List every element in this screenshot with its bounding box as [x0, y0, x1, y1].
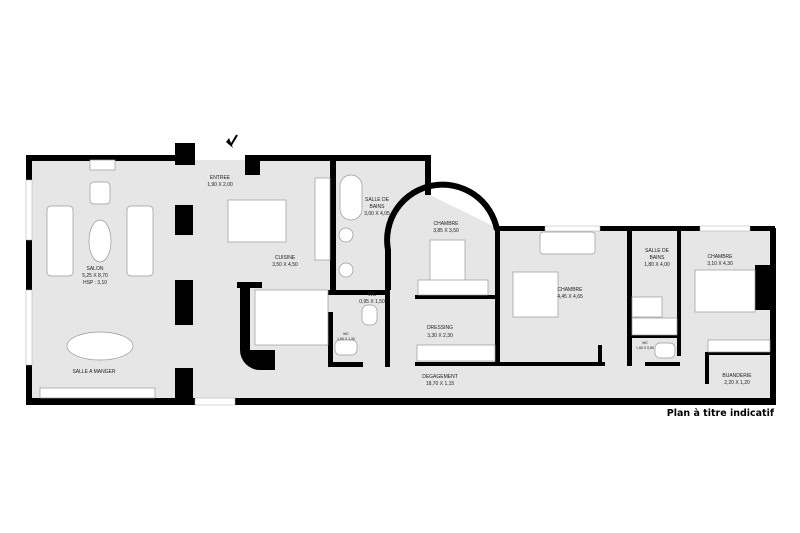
buanderie-label: BUANDERIE: [722, 373, 752, 379]
salle-a-manger-label: SALLE A MANGER: [72, 369, 115, 375]
dressing-dims: 3,30 X 2,30: [427, 333, 453, 339]
chambre2-label: CHAMBRE: [557, 287, 583, 293]
chambre3-dims: 3,10 X 4,30: [707, 261, 733, 267]
chambre2-dims: 4,45 X 4,65: [557, 294, 583, 300]
wc1-dims: 0,95 X 1,50: [359, 299, 385, 305]
buanderie-dims: 2,20 X 1,20: [724, 380, 750, 386]
entree-label: ENTREE: [210, 175, 231, 181]
wc2-dims: 1,65 X 1,30: [337, 337, 355, 341]
salon-hsp: HSP : 3,10: [83, 280, 107, 286]
sdb1-label-1: SALLE DE: [365, 197, 390, 203]
sdb2-label-2: BAINS: [649, 255, 665, 261]
wc1-label: WC: [368, 292, 377, 298]
walls: [26, 143, 776, 405]
sdb1-dims: 3,00 X 4,05: [364, 211, 390, 217]
wc2-label: WC: [343, 332, 349, 336]
dressing-label: DRESSING: [427, 325, 453, 331]
chambre3-label: CHAMBRE: [707, 254, 733, 260]
sdb1-label-2: BAINS: [369, 204, 385, 210]
entrance-arrow-icon: [226, 134, 238, 148]
cuisine-label: CUISINE: [275, 255, 296, 261]
degagement-label: DEGAGEMENT: [422, 374, 458, 380]
disclaimer-note: Plan à titre indicatif: [667, 408, 775, 419]
chambre1-dims: 3,85 X 3,50: [433, 228, 459, 234]
wc3-dims: 1,65 X 0,85: [636, 346, 654, 350]
sdb2-label-1: SALLE DE: [645, 248, 670, 254]
entree-dims: 1,90 X 2,00: [207, 182, 233, 188]
floor-area: [30, 160, 772, 398]
salon-dims: 5,25 X 8,70: [82, 273, 108, 279]
salon-label: SALON: [87, 266, 104, 272]
cuisine-dims: 3,50 X 4,50: [272, 262, 298, 268]
chambre1-label: CHAMBRE: [433, 221, 459, 227]
sdb2-dims: 1,80 X 4,00: [644, 262, 670, 268]
wc3-label: WC: [642, 341, 648, 345]
furniture: [39, 159, 771, 399]
degagement-dims: 18,70 X 1,15: [426, 381, 455, 387]
windows: [25, 179, 751, 406]
